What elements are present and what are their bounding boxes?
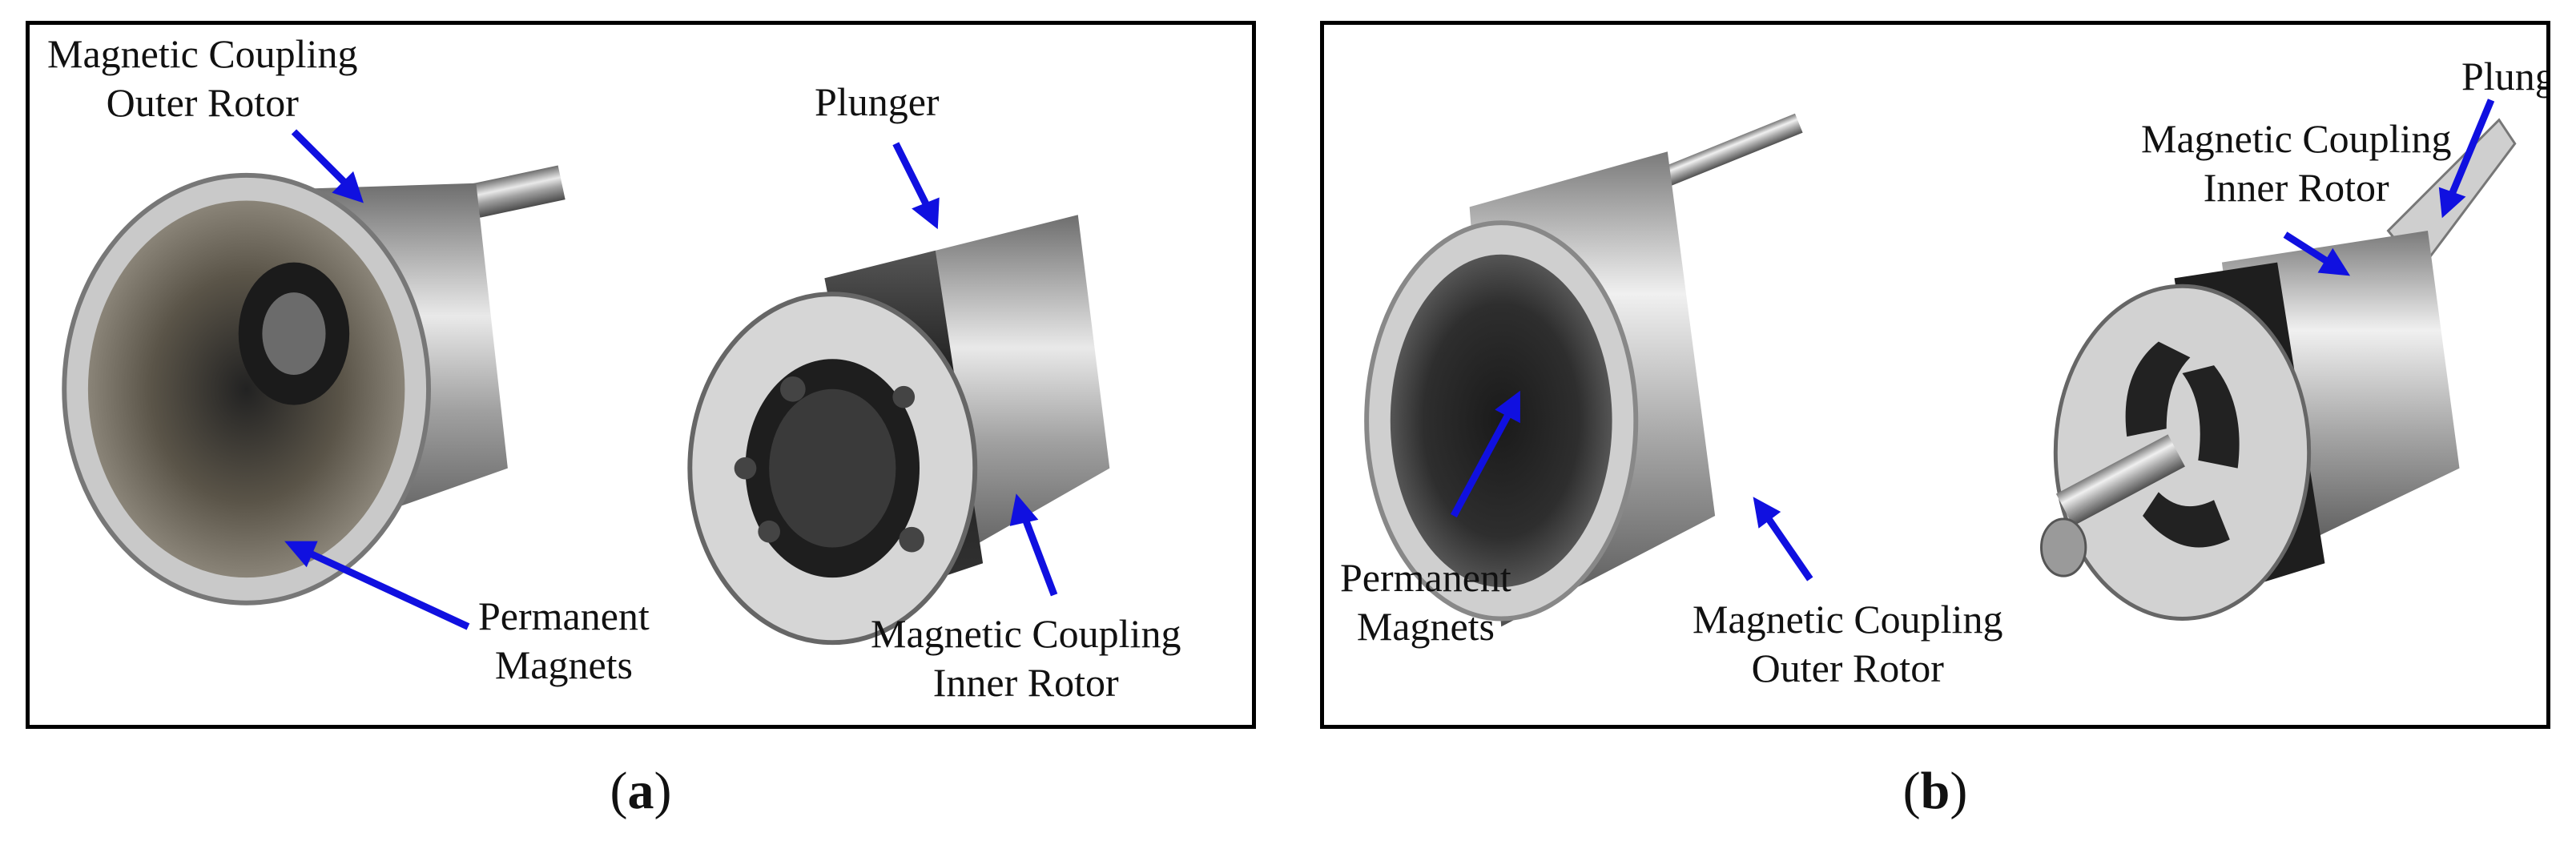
inner-rotor-a: [687, 215, 1110, 646]
outer-rotor-b: [1364, 113, 1803, 627]
label-outer-rotor-b: Magnetic Coupling Outer Rotor: [1693, 597, 2003, 690]
panel-a-photo: [62, 129, 1110, 646]
panel-a: Magnetic Coupling Outer Rotor Plunger Pe…: [26, 21, 1256, 729]
outer-rotor-a: [62, 165, 566, 606]
arrows-b: [1450, 99, 2495, 581]
arrows-a: [284, 129, 1058, 630]
panel-b-photo: [1364, 99, 2517, 627]
panel-b: Plunger Magnetic Coupling Inner Rotor Pe…: [1320, 21, 2550, 729]
label-permanent-magnets-b: Permanent Magnets: [1340, 555, 1511, 649]
label-permanent-magnets-a: Permanent Magnets: [478, 593, 650, 687]
label-outer-rotor-a: Magnetic Coupling Outer Rotor: [47, 31, 358, 125]
label-plunger-a: Plunger: [815, 79, 940, 124]
label-inner-rotor-b: Magnetic Coupling Inner Rotor: [2141, 116, 2452, 210]
caption-b: (b): [1902, 762, 1968, 820]
caption-a: (a): [610, 762, 672, 820]
label-inner-rotor-a: Magnetic Coupling Inner Rotor: [871, 611, 1181, 705]
label-plunger-b: Plunger: [2461, 54, 2546, 99]
